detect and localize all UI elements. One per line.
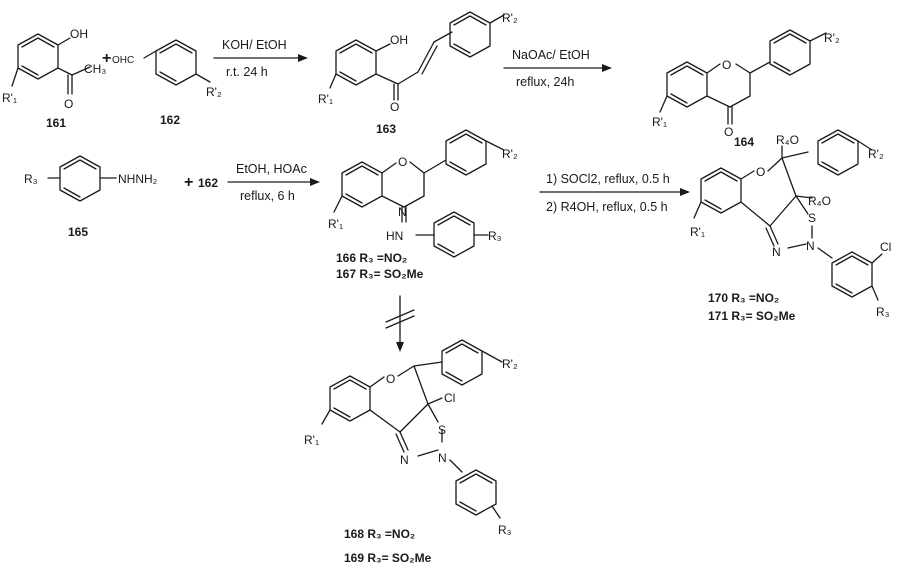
- atom-r3: R₃: [488, 229, 502, 243]
- reaction-arrow-1: [213, 54, 308, 62]
- compound-161-structure: OH CH₃ O R'₁: [2, 27, 106, 111]
- atom-n: N: [806, 239, 815, 253]
- compound-label-164: 164: [734, 135, 754, 149]
- atom-r4o: R₄O: [808, 194, 831, 208]
- plus-sign: +: [184, 174, 193, 191]
- atom-n: N: [400, 453, 409, 467]
- atom-r2: R'₂: [868, 147, 884, 161]
- reaction-arrow-2: [503, 64, 612, 72]
- compound-label-166: 166 R₃ =NO₂: [336, 251, 407, 265]
- condition-r1-bottom: r.t. 24 h: [226, 65, 268, 79]
- compound-label-165: 165: [68, 225, 88, 239]
- atom-o: O: [722, 58, 731, 72]
- compound-label-169: 169 R₃= SO₂Me: [344, 551, 432, 565]
- atom-hn: HN: [386, 229, 403, 243]
- compound-168-169-structure: O Cl S N N R'₂ R₃ R'₁: [304, 339, 518, 537]
- atom-r1: R'₁: [328, 217, 343, 231]
- compound-164-structure: O O R'₁ R'₂: [652, 29, 840, 139]
- condition-r2-top: NaOAc/ EtOH: [512, 48, 590, 62]
- condition-r4-top: 1) SOCl2, reflux, 0.5 h: [546, 172, 670, 186]
- atom-n: N: [772, 245, 781, 259]
- compound-label-170: 170 R₃ =NO₂: [708, 291, 779, 305]
- atom-oh: OH: [390, 33, 408, 47]
- atom-n: N: [438, 451, 447, 465]
- atom-o: O: [756, 165, 765, 179]
- compound-170-171-structure: O R₄O R₄O S N N Cl R'₂ R₃ R'₁: [690, 129, 891, 319]
- atom-r1: R'₁: [690, 225, 705, 239]
- reaction-arrow-4: [539, 188, 690, 196]
- atom-ohc: OHC: [112, 55, 134, 66]
- atom-o: O: [724, 125, 733, 139]
- condition-r1-top: KOH/ EtOH: [222, 38, 287, 52]
- reagent-label-162: 162: [198, 176, 218, 190]
- atom-r2: R'₂: [502, 11, 518, 25]
- atom-r4o: R₄O: [776, 133, 799, 147]
- compound-label-167: 167 R₃= SO₂Me: [336, 267, 424, 281]
- condition-r3-top: EtOH, HOAc: [236, 162, 307, 176]
- atom-r2: R'₂: [206, 85, 222, 99]
- atom-s: S: [438, 423, 446, 437]
- blocked-reaction-arrow: [385, 295, 415, 352]
- atom-r3: R₃: [876, 305, 890, 319]
- compound-label-161: 161: [46, 116, 66, 130]
- condition-r3-bottom: reflux, 6 h: [240, 189, 295, 203]
- atom-cl: Cl: [880, 240, 891, 254]
- atom-n: N: [398, 205, 407, 219]
- compound-label-171: 171 R₃= SO₂Me: [708, 309, 796, 323]
- reaction-arrow-3: [227, 178, 320, 186]
- atom-r2: R'₂: [502, 357, 518, 371]
- compound-166-167-structure: O N HN R'₁ R'₂ R₃: [328, 129, 518, 258]
- atom-s: S: [808, 211, 816, 225]
- plus-sign: +: [102, 50, 111, 67]
- compound-label-168: 168 R₃ =NO₂: [344, 527, 415, 541]
- compound-162-structure: OHC R'₂: [112, 39, 222, 99]
- atom-r1: R'₁: [318, 92, 333, 106]
- atom-cl: Cl: [444, 391, 455, 405]
- atom-r1: R'₁: [2, 91, 17, 105]
- atom-o: O: [398, 155, 407, 169]
- atom-o: O: [390, 100, 399, 114]
- atom-r1: R'₁: [304, 433, 319, 447]
- compound-163-structure: OH O R'₁ R'₂: [318, 11, 518, 114]
- atom-r2: R'₂: [824, 31, 840, 45]
- compound-label-162: 162: [160, 113, 180, 127]
- compound-165-structure: R₃ NHNH₂: [24, 155, 158, 202]
- atom-r1: R'₁: [652, 115, 667, 129]
- atom-r2: R'₂: [502, 147, 518, 161]
- compound-label-163: 163: [376, 122, 396, 136]
- atom-o: O: [64, 97, 73, 111]
- atom-nhnh2: NHNH₂: [118, 172, 158, 186]
- atom-r3: R₃: [498, 523, 512, 537]
- atom-oh: OH: [70, 27, 88, 41]
- condition-r2-bottom: reflux, 24h: [516, 75, 574, 89]
- atom-ch3: CH₃: [84, 62, 106, 76]
- atom-o: O: [386, 372, 395, 386]
- condition-r4-bottom: 2) R4OH, reflux, 0.5 h: [546, 200, 668, 214]
- atom-r3: R₃: [24, 172, 38, 186]
